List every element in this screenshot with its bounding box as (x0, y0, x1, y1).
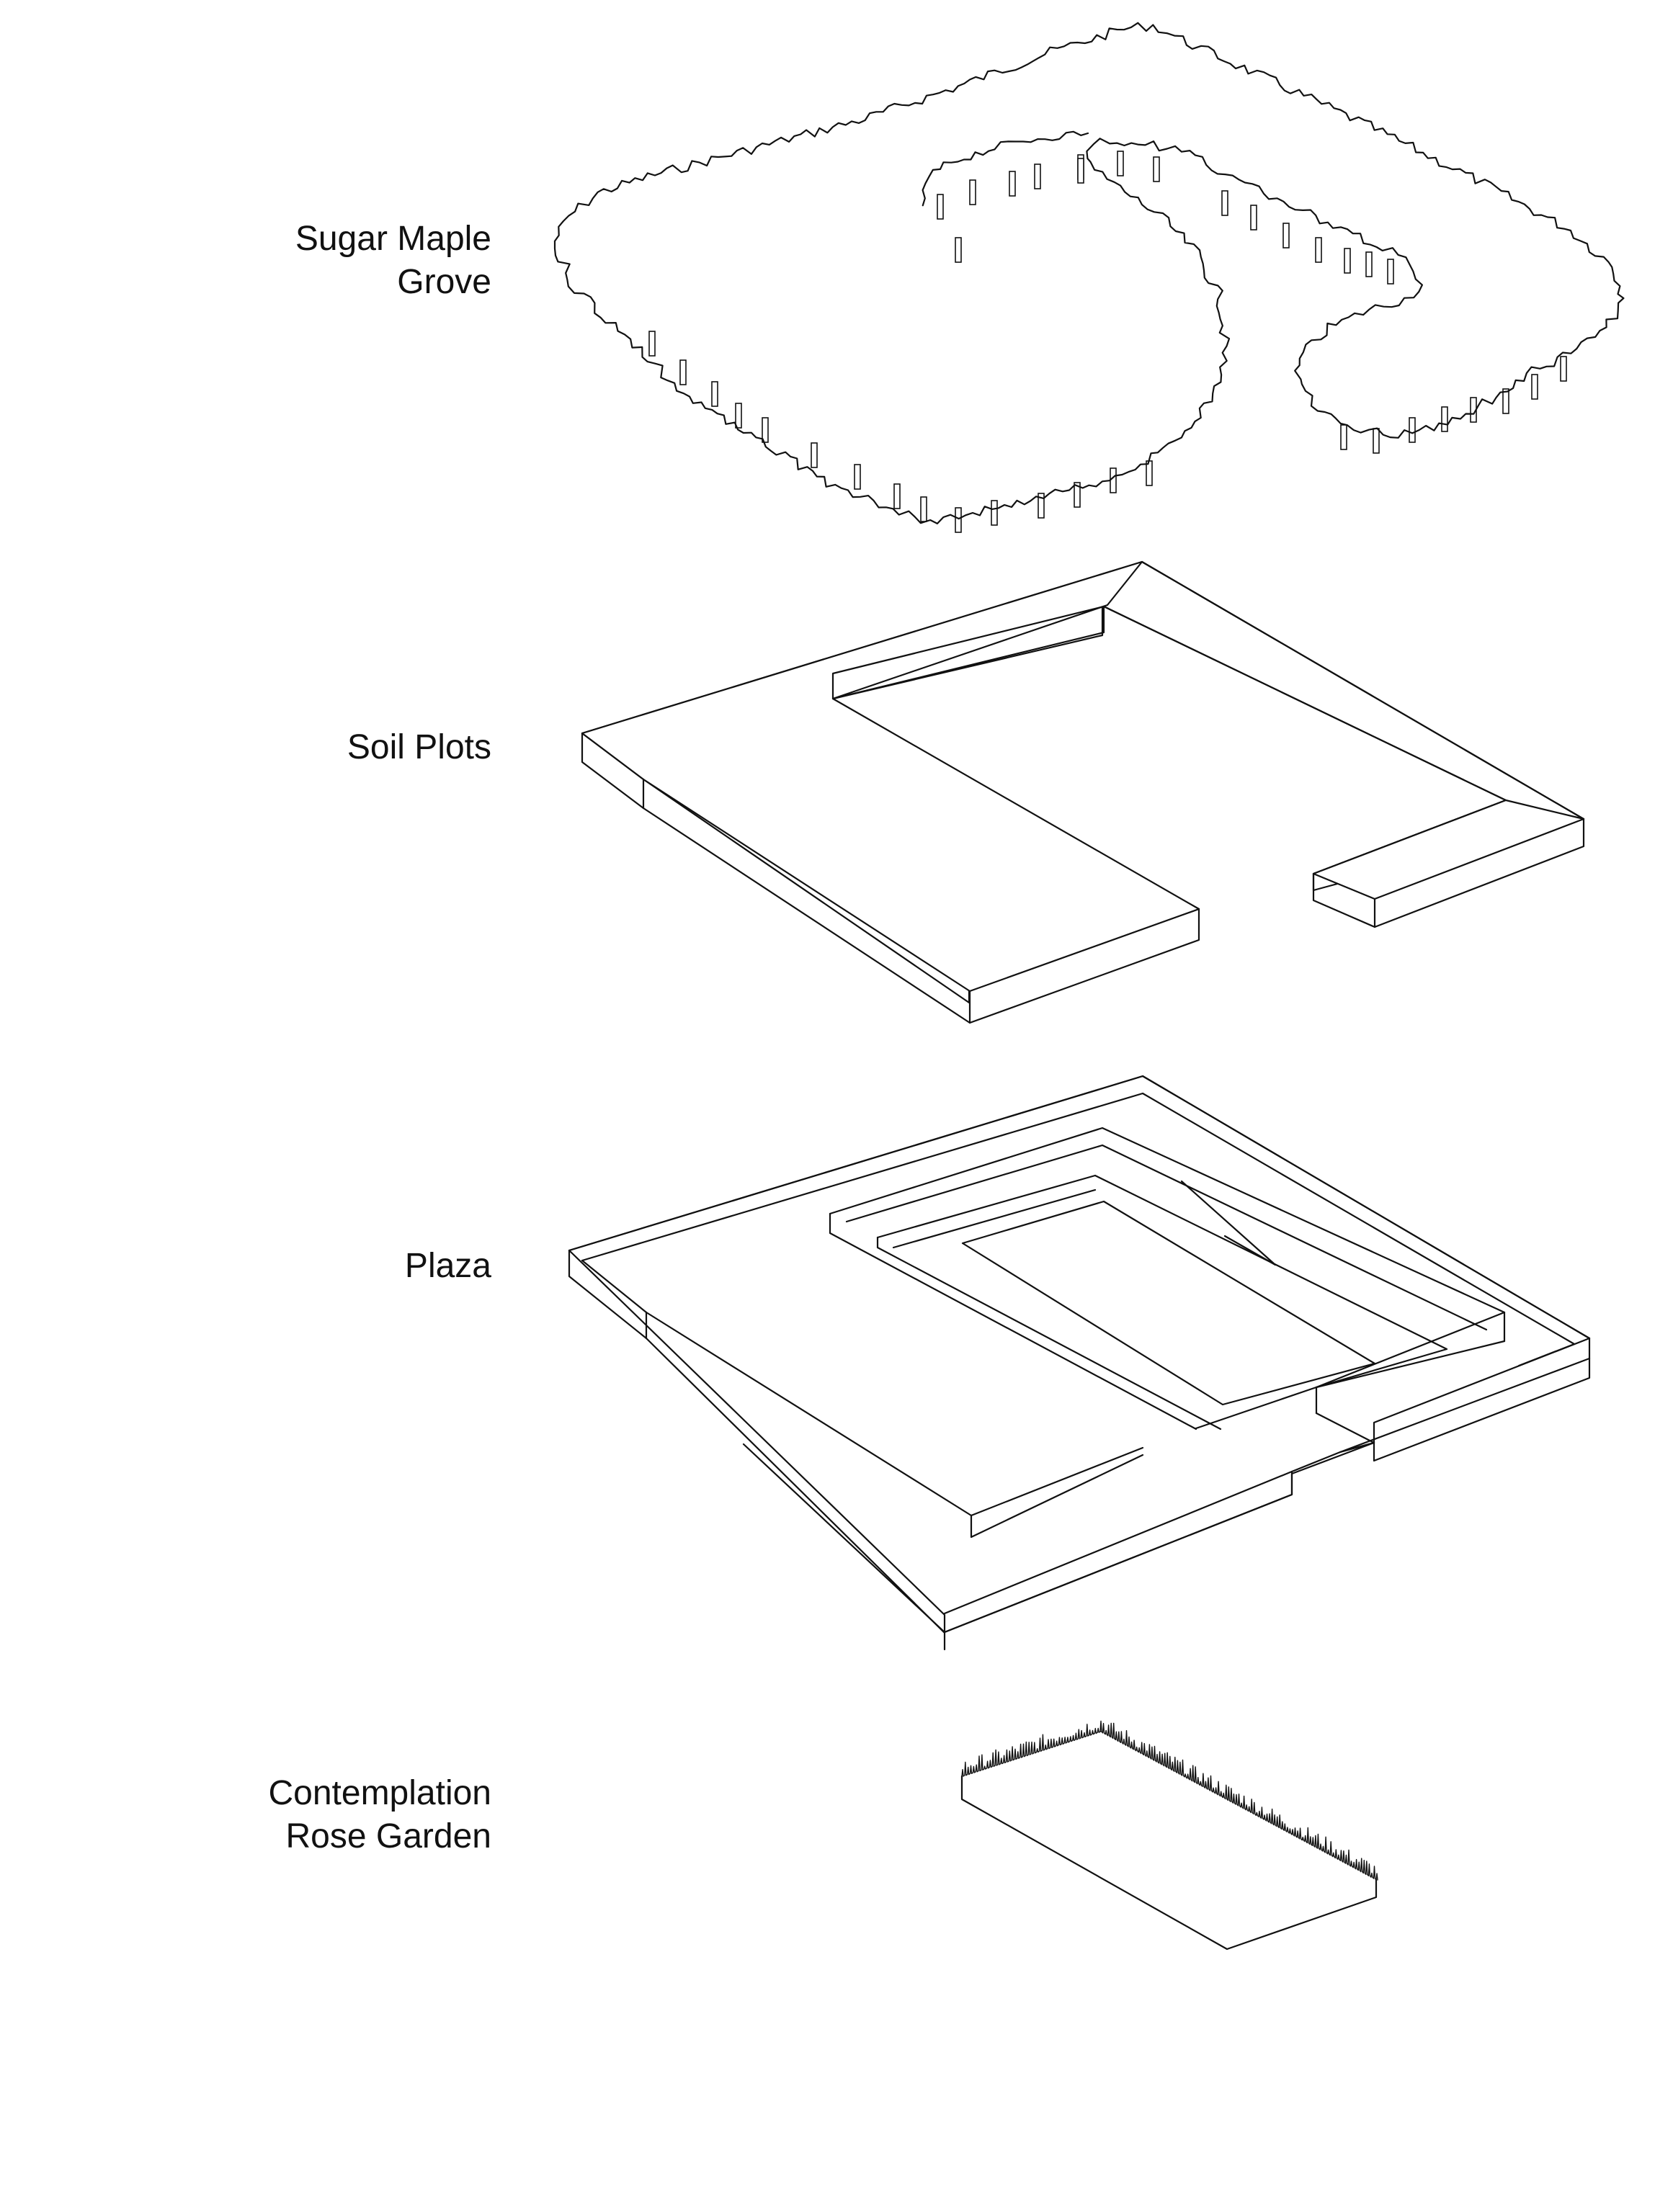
tree-trunk (762, 417, 769, 443)
tree-trunk (1531, 374, 1538, 400)
tree-trunk (679, 359, 687, 385)
tree-trunk (1221, 190, 1228, 216)
tree-trunk (1441, 406, 1448, 432)
label-line: Grove (397, 263, 491, 301)
tree-trunk (854, 464, 861, 490)
tree-trunk (937, 194, 944, 220)
tree-trunk (1409, 417, 1416, 443)
tree-trunk (1365, 251, 1373, 277)
plaza-left-ramp (581, 1259, 973, 1517)
tree-trunk (711, 381, 718, 407)
soil-main-slab-front-edge (581, 732, 1200, 1024)
label-plaza: Plaza (405, 1245, 491, 1288)
tree-trunk (1038, 493, 1045, 519)
tree-trunk (648, 331, 656, 357)
plaza-outer-rim-inner (581, 1092, 1576, 1367)
plaza-right-strip (1339, 1357, 1591, 1454)
label-line: Rose Garden (285, 1817, 492, 1855)
label-sugar-maple-grove: Sugar Maple Grove (295, 218, 491, 304)
plaza-ledge (970, 1454, 1144, 1539)
tree-trunk (735, 403, 742, 429)
label-line: Soil Plots (347, 728, 491, 766)
plaza-sliver (1180, 1180, 1277, 1266)
label-contemplation-rose-garden: Contemplation Rose Garden (268, 1772, 491, 1858)
tree-trunk (1344, 248, 1351, 274)
tree-trunk (1387, 259, 1394, 285)
rose-bed-grass-edge (961, 1720, 1378, 1881)
tree-trunk (1077, 158, 1084, 184)
tree-trunk (1117, 151, 1124, 176)
plaza-ring-side (1315, 1340, 1506, 1389)
plaza-left-ramp-lower (742, 1443, 946, 1634)
tree-trunk (893, 483, 901, 509)
tree-trunk (1373, 428, 1380, 454)
tree-trunk (1315, 237, 1322, 263)
plaza-center-pool (961, 1200, 1376, 1406)
soil-right-arm-top (1312, 799, 1585, 900)
tree-trunk (1502, 388, 1509, 414)
tree-trunk (1250, 205, 1257, 230)
tree-trunk (811, 442, 818, 468)
plaza-right-strip (1315, 1412, 1375, 1444)
label-line: Plaza (404, 1247, 491, 1285)
tree-trunk (1074, 482, 1081, 508)
tree-trunk (1110, 467, 1117, 493)
plaza-layer (568, 1075, 1591, 1651)
tree-trunks (648, 151, 1567, 533)
tree-trunk (1340, 424, 1347, 450)
plaza-ring-2-inner (892, 1188, 1097, 1249)
tree-trunk (991, 500, 998, 526)
tree-trunk (1034, 164, 1041, 189)
plaza-ring-2-inner (876, 1236, 1222, 1430)
plaza-outer-rim (568, 1075, 1591, 1340)
plaza-ring-inner (845, 1144, 1488, 1331)
plaza-edge (943, 1470, 1293, 1615)
plaza-edge (970, 1446, 1144, 1517)
soil-plots-layer (581, 560, 1585, 1024)
tree-trunk (1009, 171, 1016, 197)
canopy-outer-edge (553, 22, 1625, 524)
tree-trunk (920, 496, 927, 522)
label-soil-plots: Soil Plots (347, 726, 491, 769)
soil-main-slab-top (581, 560, 1200, 993)
tree-trunk (955, 237, 962, 263)
tree-trunk (1560, 356, 1567, 382)
tree-trunk (969, 179, 976, 205)
label-line: Contemplation (268, 1774, 491, 1812)
tree-trunk (955, 507, 962, 533)
rose-bed-outline (960, 1775, 1378, 1951)
tree-trunk (1153, 156, 1160, 182)
label-line: Sugar Maple (295, 220, 491, 258)
plaza-ring-front (829, 1212, 1197, 1430)
tree-trunk (1282, 223, 1290, 248)
rose-garden-layer (960, 1720, 1378, 1951)
sugar-maple-grove-layer (553, 22, 1625, 533)
canopy-inner-edge (922, 130, 1089, 207)
